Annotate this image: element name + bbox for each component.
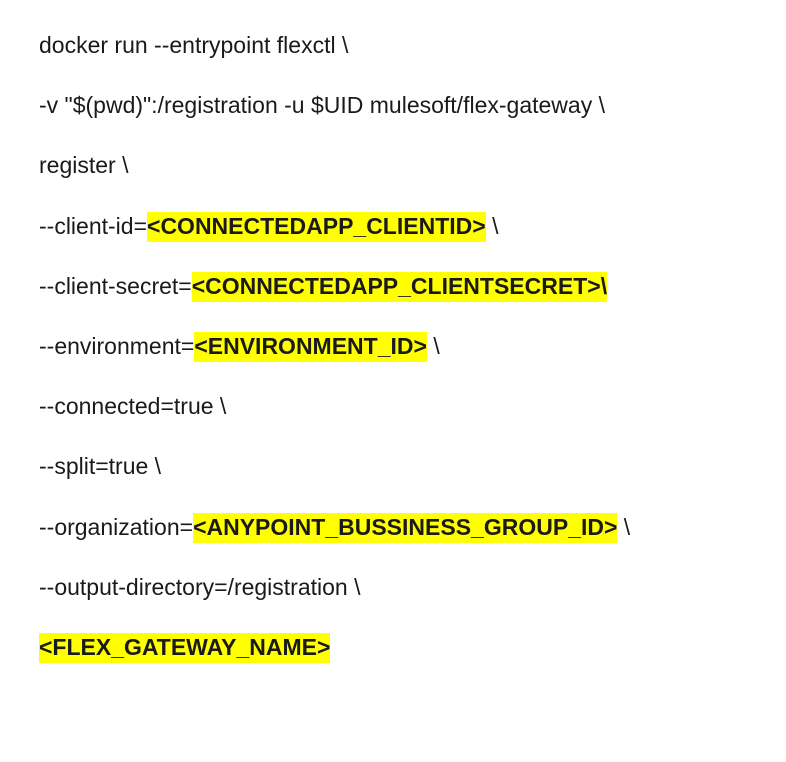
line-suffix: \ (426, 332, 440, 359)
highlighted-placeholder: <FLEX_GATEWAY_NAME> (39, 632, 331, 663)
highlighted-placeholder: <ENVIRONMENT_ID> (194, 331, 427, 362)
line-suffix: \ (485, 212, 499, 239)
command-line-environment: --environment=<ENVIRONMENT_ID> \ (39, 331, 769, 362)
command-line-volume: -v "$(pwd)":/registration -u $UID muleso… (39, 91, 769, 119)
command-line-split: --split=true \ (39, 452, 769, 480)
highlighted-placeholder: <ANYPOINT_BUSSINESS_GROUP_ID> (193, 512, 618, 543)
line-text: --connected=true \ (39, 393, 227, 420)
line-text: --organization= (39, 513, 194, 540)
line-suffix: \ (617, 513, 631, 540)
command-line-gateway-name: <FLEX_GATEWAY_NAME> (39, 632, 769, 663)
line-text: docker run --entrypoint flexctl \ (39, 32, 349, 58)
command-line-output-directory: --output-directory=/registration \ (39, 573, 769, 601)
command-document: docker run --entrypoint flexctl \ -v "$(… (39, 31, 769, 693)
line-text: --client-secret= (39, 272, 192, 299)
highlighted-placeholder: <CONNECTEDAPP_CLIENTID> (147, 211, 486, 242)
line-text: -v "$(pwd)":/registration -u $UID muleso… (39, 92, 605, 119)
line-text: --output-directory=/registration \ (39, 573, 361, 600)
command-line-client-secret: --client-secret=<CONNECTEDAPP_CLIENTSECR… (39, 271, 769, 302)
line-text: --split=true \ (39, 453, 162, 480)
line-text: register \ (39, 152, 129, 179)
highlighted-placeholder: <CONNECTEDAPP_CLIENTSECRET>\ (191, 271, 608, 302)
command-line-organization: --organization=<ANYPOINT_BUSSINESS_GROUP… (39, 512, 769, 543)
command-line-register: register \ (39, 151, 769, 179)
line-text: --client-id= (39, 212, 148, 239)
command-line-client-id: --client-id=<CONNECTEDAPP_CLIENTID> \ (39, 211, 769, 242)
line-text: --environment= (39, 332, 195, 359)
command-line-docker-run: docker run --entrypoint flexctl \ (39, 31, 769, 59)
command-line-connected: --connected=true \ (39, 392, 769, 420)
